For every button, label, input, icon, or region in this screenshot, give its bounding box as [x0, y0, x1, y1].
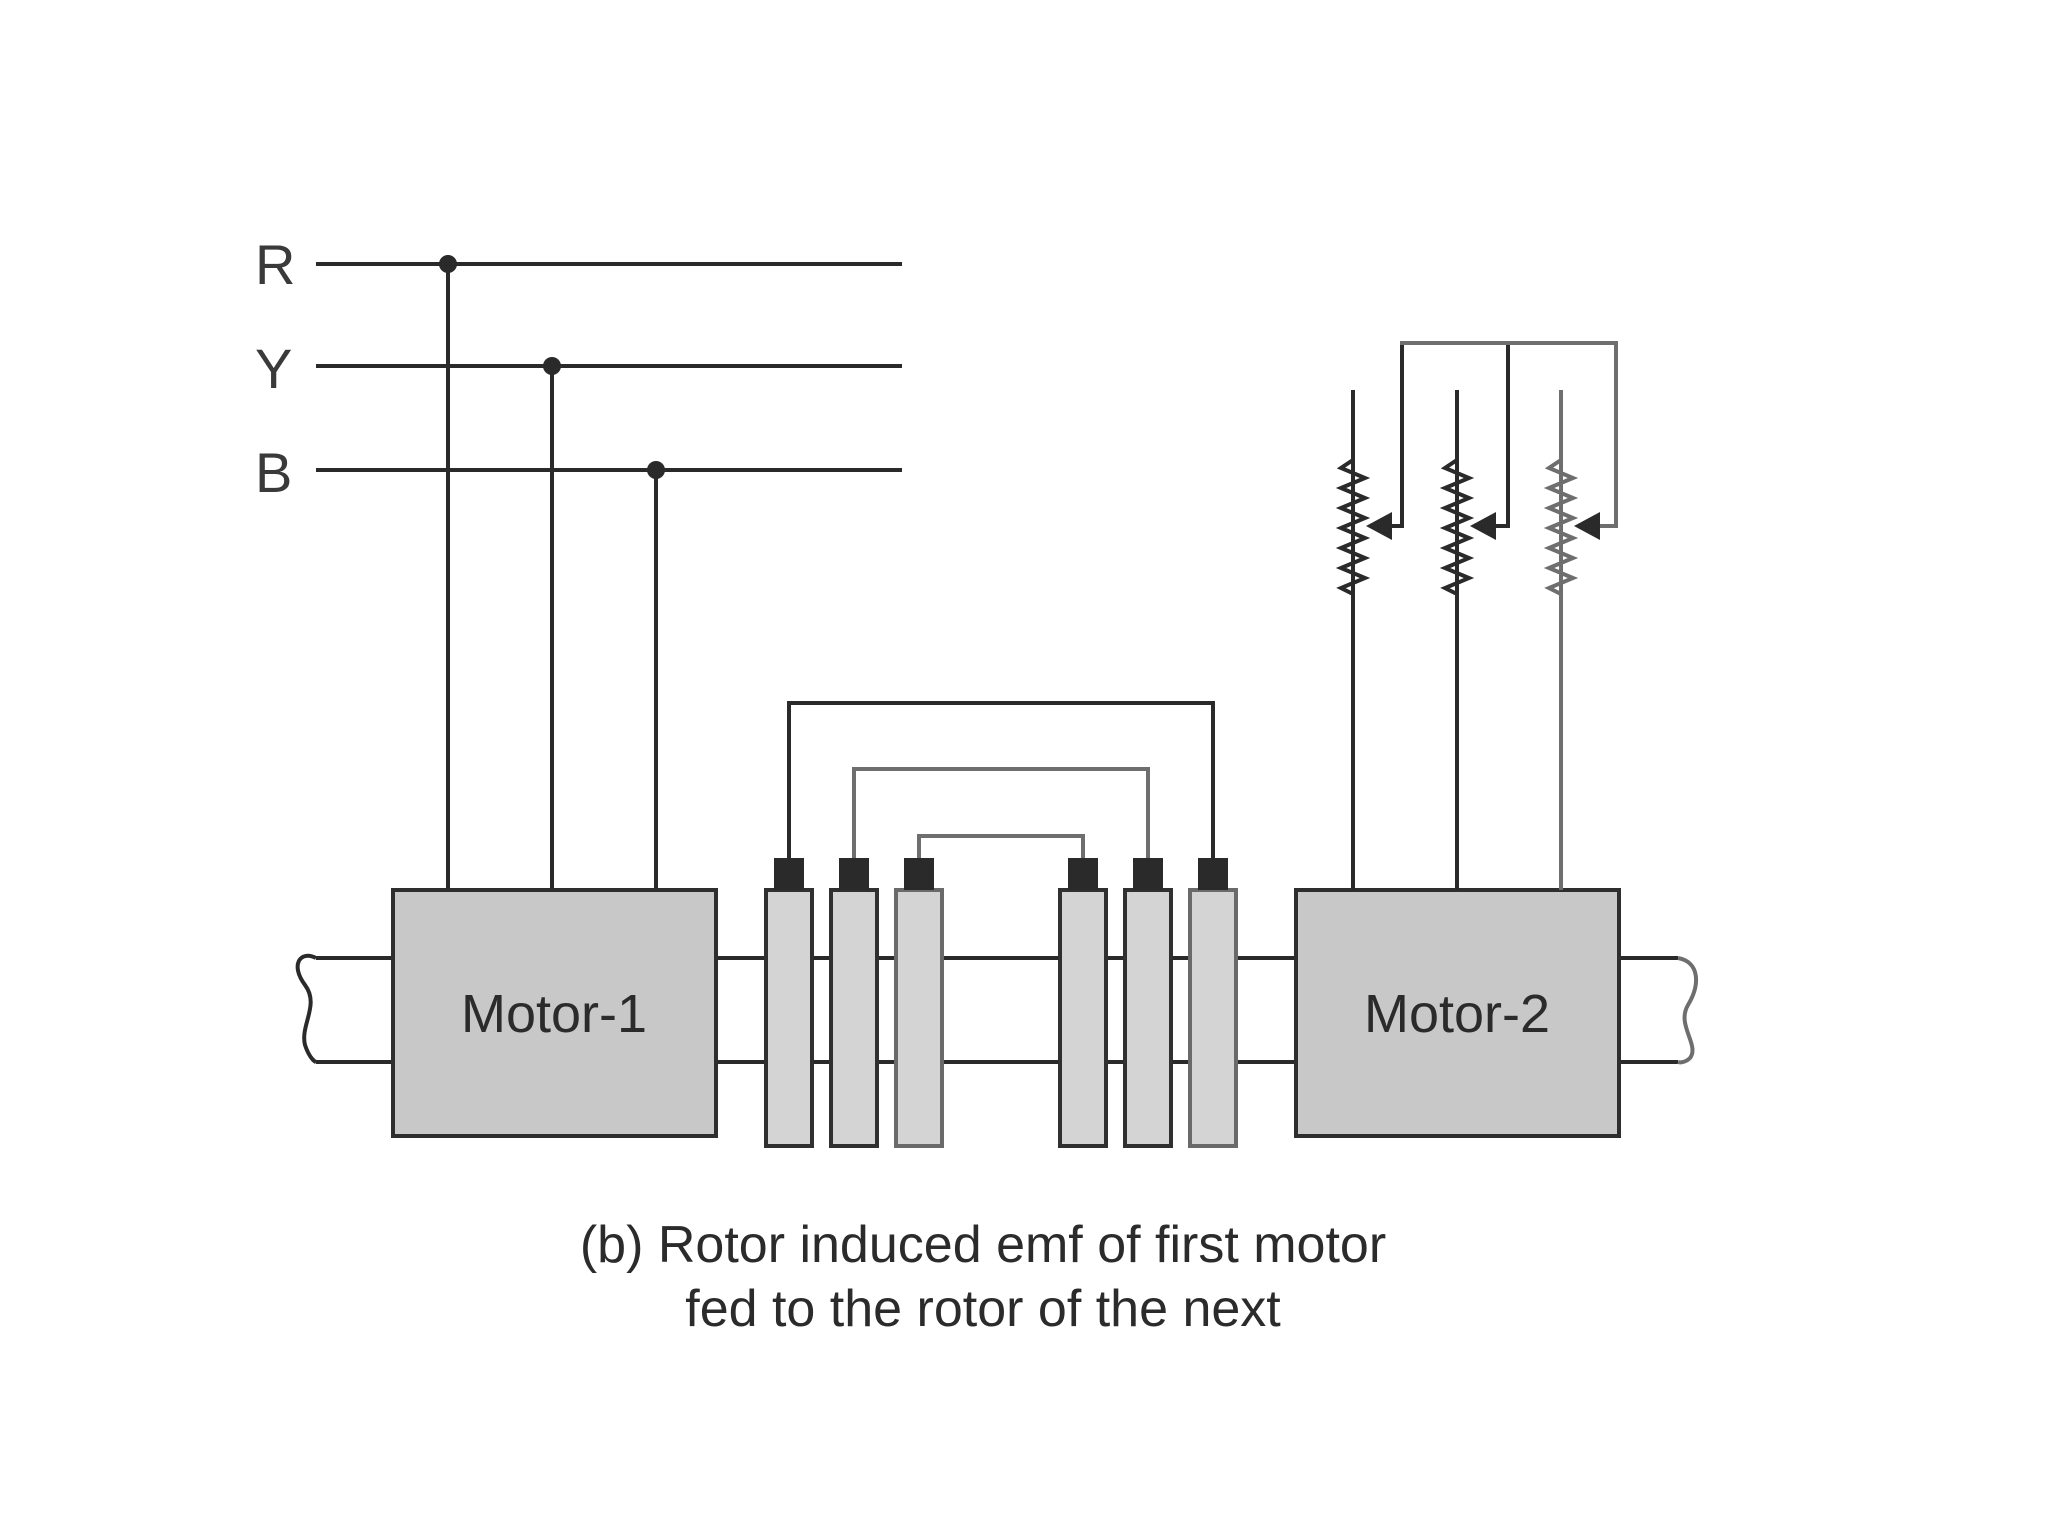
- supply-lines: R Y B: [255, 233, 902, 890]
- slider-arrow-2: [1470, 512, 1496, 540]
- motor-2-body: [1294, 888, 1621, 1138]
- motor-2: Motor-2: [1294, 888, 1621, 1138]
- motor-2-label: Motor-2: [1364, 984, 1550, 1044]
- slip-ring-2b: [1123, 888, 1173, 1148]
- motor-1-body: [391, 888, 718, 1138]
- shaft-break-right: [1677, 956, 1699, 1065]
- slip-ring-1c: [894, 888, 944, 1148]
- slip-ring-1a: [764, 888, 814, 1148]
- slider-wire-3: [1600, 343, 1618, 528]
- figure-caption: (b) Rotor induced emf of first motor fed…: [580, 1216, 1386, 1338]
- brush-2c: [1198, 858, 1228, 890]
- resistor-3: [1543, 390, 1579, 600]
- brush-2a: [1068, 858, 1098, 890]
- resistor-2: [1439, 390, 1475, 600]
- slip-ring-2c: [1188, 888, 1238, 1148]
- brush-1b: [839, 858, 869, 890]
- rotor-link-inner: [917, 834, 1085, 858]
- phase-label-y: Y: [255, 337, 292, 400]
- rotor-link-outer: [787, 701, 1215, 858]
- slider-arrow-1: [1366, 512, 1392, 540]
- motor-1: Motor-1: [391, 888, 718, 1138]
- caption-line-1: (b) Rotor induced emf of first motor: [580, 1216, 1386, 1274]
- shaft-break-left: [295, 954, 317, 1064]
- slider-wire-2: [1496, 343, 1510, 528]
- slip-ring-1b: [829, 888, 879, 1148]
- caption-line-2: fed to the rotor of the next: [685, 1280, 1281, 1338]
- phase-label-b: B: [255, 441, 292, 504]
- slider-arrow-3: [1574, 512, 1600, 540]
- brush-1a: [774, 858, 804, 890]
- slider-wire-1: [1392, 343, 1404, 528]
- motor-1-label: Motor-1: [461, 984, 647, 1044]
- rotor-rheostats: [1335, 341, 1618, 890]
- slip-ring-2a: [1058, 888, 1108, 1148]
- rotor-link-middle: [852, 767, 1150, 858]
- slip-rings-motor-2: [1058, 858, 1238, 1148]
- resistor-1: [1335, 390, 1371, 600]
- brush-2b: [1133, 858, 1163, 890]
- brush-1c: [904, 858, 934, 890]
- slip-rings-motor-1: [764, 858, 944, 1148]
- phase-label-r: R: [255, 233, 295, 296]
- rotor-interconnections: [787, 701, 1215, 858]
